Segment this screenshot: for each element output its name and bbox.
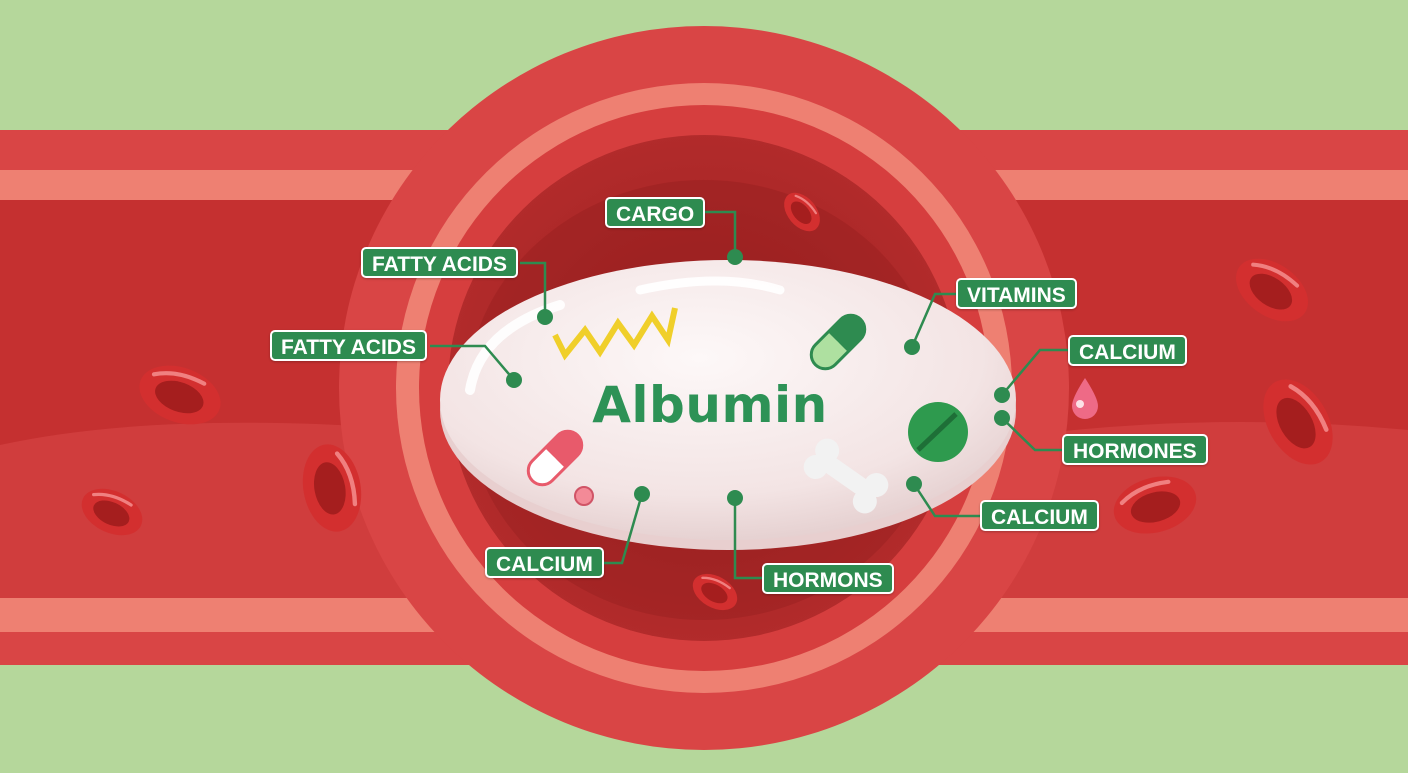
- connector-dots: [506, 249, 1010, 506]
- label-calcium-1: CALCIUM: [1068, 335, 1187, 366]
- droplet-icon: [1072, 378, 1098, 419]
- bone-icon: [803, 438, 889, 514]
- albumin-title: Albumin: [592, 376, 828, 434]
- label-calcium-3: CALCIUM: [485, 547, 604, 578]
- capsule-icon: [809, 313, 867, 371]
- tablet-icon: [908, 402, 968, 462]
- label-fatty-acids-2: FATTY ACIDS: [270, 330, 427, 361]
- label-hormons: HORMONS: [762, 563, 894, 594]
- label-hormones: HORMONES: [1062, 434, 1208, 465]
- label-cargo: CARGO: [605, 197, 706, 228]
- label-vitamins: VITAMINS: [956, 278, 1077, 309]
- label-fatty-acids-1: FATTY ACIDS: [361, 247, 518, 278]
- droplet-bead-icon: [574, 486, 594, 506]
- zigzag-icon: [552, 307, 678, 361]
- label-calcium-2: CALCIUM: [980, 500, 1099, 531]
- connector-lines: [430, 210, 1073, 580]
- capsule-icon: [526, 429, 584, 487]
